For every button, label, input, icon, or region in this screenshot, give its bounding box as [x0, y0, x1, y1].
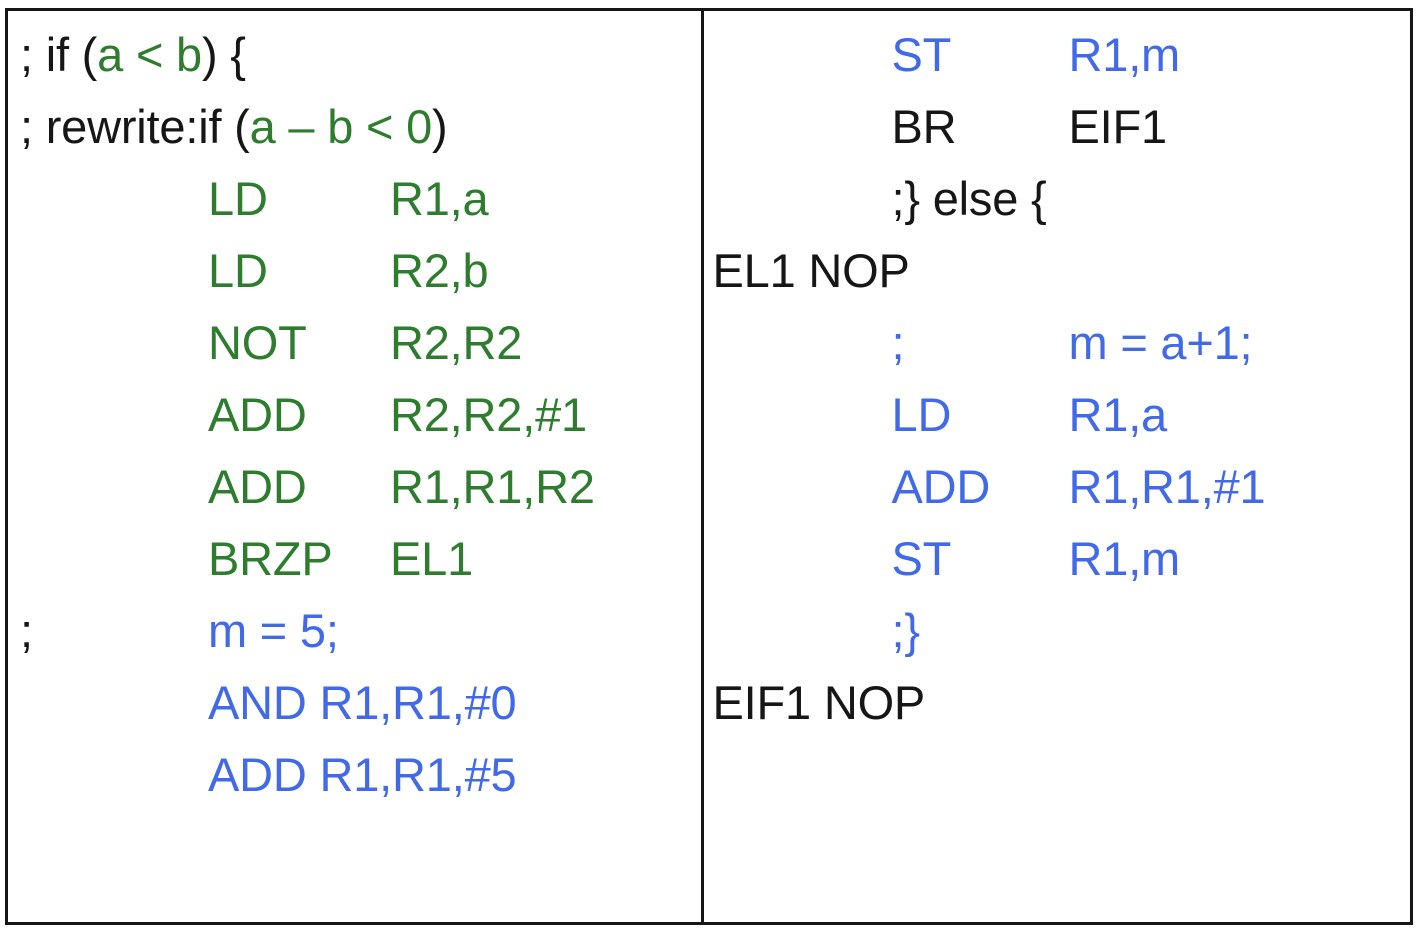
code-text: EIF1 NOP	[704, 667, 926, 739]
code-column-left: ; if (a < b) {; rewrite:if (a – b < 0)LD…	[8, 11, 704, 922]
instruction-operands: R1,a	[390, 172, 489, 225]
code-text-segment: ; if (	[20, 28, 98, 81]
code-line: EIF1 NOP	[704, 667, 1410, 739]
instruction-mnemonic: ST	[891, 532, 952, 585]
instruction-operands: R1,R1,#1	[1068, 460, 1266, 513]
code-line: ; m = 5;	[8, 595, 701, 667]
instruction-operands: R1,m	[1068, 532, 1181, 585]
instruction-label: ;	[20, 604, 33, 657]
code-text-segment: ADD R1,R1,#5	[208, 748, 517, 801]
code-text-segment: ; rewrite:if (	[20, 100, 250, 153]
code-text: ; if (a < b) {	[8, 19, 246, 91]
code-line: LD R1,a	[8, 163, 701, 235]
code-line: ST R1,m	[704, 19, 1410, 91]
instruction-mnemonic: ADD	[208, 460, 307, 513]
code-text: EL1 NOP	[704, 235, 910, 307]
instruction-mnemonic: LD	[208, 172, 268, 225]
code-line: BR EIF1	[704, 91, 1410, 163]
code-line: BRZP EL1	[8, 523, 701, 595]
code-text: ADD R1,R1,#5	[8, 739, 517, 811]
code-line: NOT R2,R2	[8, 307, 701, 379]
instruction-operands: R2,R2	[390, 316, 523, 369]
instruction-operands: R2,b	[390, 244, 489, 297]
instruction-mnemonic: ADD	[891, 460, 991, 513]
instruction-mnemonic: LD	[208, 244, 268, 297]
instruction-operands: R1,R1,R2	[390, 460, 595, 513]
code-text: AND R1,R1,#0	[8, 667, 517, 739]
instruction-mnemonic: ST	[891, 28, 952, 81]
code-text-segment: )	[432, 100, 448, 153]
code-text-segment: a < b	[97, 28, 202, 81]
code-line: ;} else {	[704, 163, 1410, 235]
instruction-operands: R1,m	[1068, 28, 1181, 81]
instruction-mnemonic: ;	[891, 316, 905, 369]
instruction-mnemonic: m = 5;	[208, 604, 339, 657]
instruction-mnemonic: LD	[891, 388, 952, 441]
instruction-mnemonic: ADD	[208, 388, 307, 441]
code-line: ADD R1,R1,R2	[8, 451, 701, 523]
instruction-operands: R2,R2,#1	[390, 388, 587, 441]
code-line: ST R1,m	[704, 523, 1410, 595]
code-text-segment: a – b < 0	[249, 100, 433, 153]
code-text-segment: ;} else {	[891, 172, 1047, 225]
code-line: ;}	[704, 595, 1410, 667]
code-text-segment: EL1 NOP	[712, 244, 910, 297]
instruction-operands: EL1	[390, 532, 474, 585]
code-text: ; rewrite:if (a – b < 0)	[8, 91, 448, 163]
instruction-operands: m = a+1;	[1068, 316, 1253, 369]
code-line: ADD R1,R1,#1	[704, 451, 1410, 523]
code-listing-frame: ; if (a < b) {; rewrite:if (a – b < 0)LD…	[5, 8, 1413, 925]
code-line: LD R1,a	[704, 379, 1410, 451]
instruction-mnemonic: NOT	[208, 316, 307, 369]
code-line: ; if (a < b) {	[8, 19, 701, 91]
code-line: ; m = a+1;	[704, 307, 1410, 379]
instruction-mnemonic: BRZP	[208, 532, 333, 585]
code-text: ;} else {	[704, 163, 1047, 235]
code-line: ; rewrite:if (a – b < 0)	[8, 91, 701, 163]
code-line: ADD R2,R2,#1	[8, 379, 701, 451]
code-text-segment: ;}	[891, 604, 921, 657]
code-line: LD R2,b	[8, 235, 701, 307]
instruction-operands: R1,a	[1068, 388, 1168, 441]
code-line: AND R1,R1,#0	[8, 667, 701, 739]
code-text-segment: ) {	[201, 28, 246, 81]
code-line: ADD R1,R1,#5	[8, 739, 701, 811]
instruction-mnemonic: BR	[891, 100, 957, 153]
code-lines-left: ; if (a < b) {; rewrite:if (a – b < 0)LD…	[8, 11, 701, 811]
code-line: EL1 NOP	[704, 235, 1410, 307]
code-text-segment: EIF1 NOP	[712, 676, 926, 729]
instruction-operands: EIF1	[1068, 100, 1168, 153]
code-text: ;}	[704, 595, 921, 667]
code-text-segment: AND R1,R1,#0	[208, 676, 517, 729]
